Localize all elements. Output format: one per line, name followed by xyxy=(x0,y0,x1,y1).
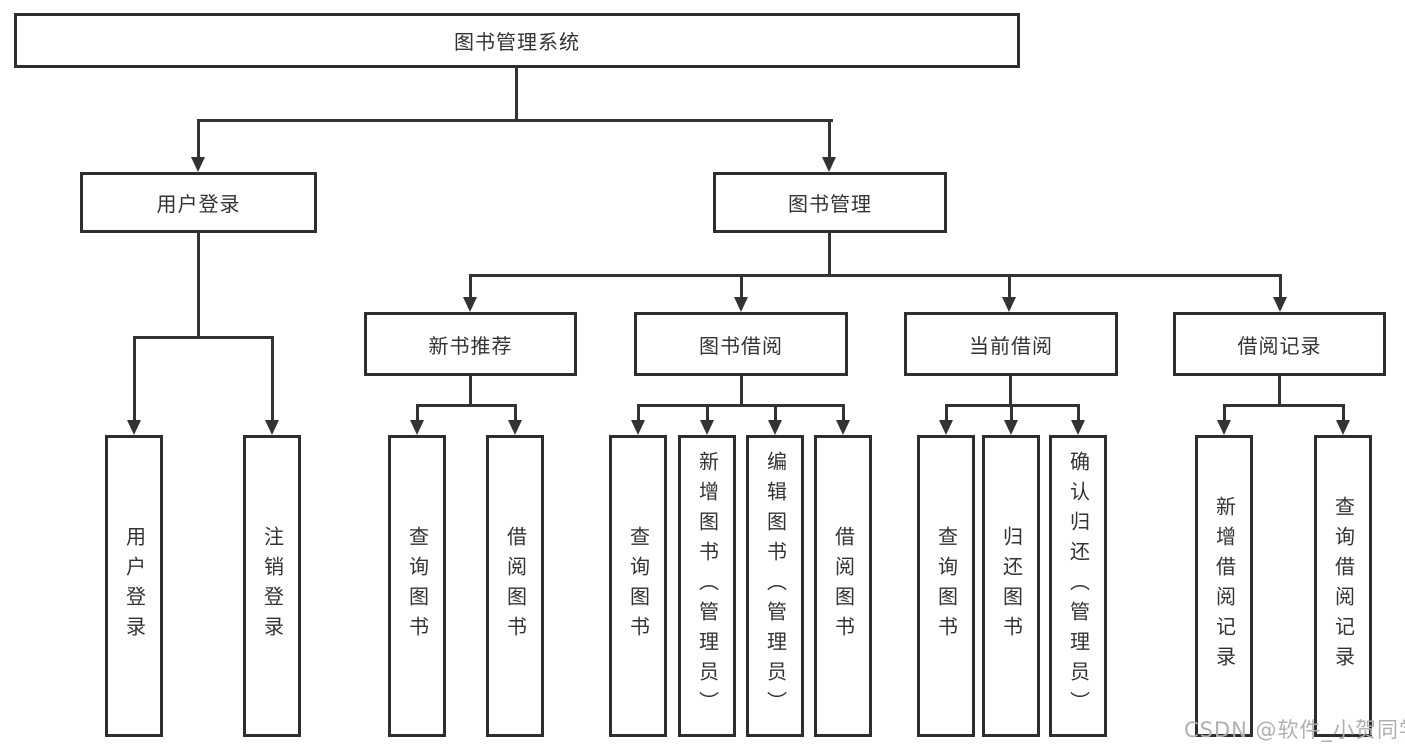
arrow-to-logout-leaf xyxy=(265,336,279,435)
leaf-new-books-borrow: 借阅图书 xyxy=(486,435,544,737)
leaf-logout: 注销登录 xyxy=(243,435,301,737)
leaf-book-borrow-query-label: 查询图书 xyxy=(626,526,651,646)
arrow-to-new-books xyxy=(463,274,477,312)
leaf-current-borrow-confirm-admin: 确认归还（管理员） xyxy=(1049,435,1107,737)
arrow-borrow-records-leaf-2 xyxy=(1336,404,1350,435)
arrow-to-book-borrow xyxy=(734,274,748,312)
arrow-book-borrow-leaf-3 xyxy=(768,404,782,435)
arrow-book-borrow-leaf-4 xyxy=(836,404,850,435)
connector-root-branch xyxy=(197,119,833,122)
leaf-book-borrow-borrow-label: 借阅图书 xyxy=(831,526,856,646)
leaf-current-borrow-confirm-admin-label: 确认归还（管理员） xyxy=(1066,451,1091,721)
leaf-current-borrow-return-label: 归还图书 xyxy=(999,526,1024,646)
leaf-book-borrow-edit-admin-label: 编辑图书（管理员） xyxy=(763,451,788,721)
arrow-to-user-login xyxy=(191,119,205,172)
leaf-book-borrow-edit-admin: 编辑图书（管理员） xyxy=(746,435,804,737)
leaf-user-login-label: 用户登录 xyxy=(122,526,147,646)
node-user-login: 用户登录 xyxy=(80,172,317,233)
connector-borrow-records-branch xyxy=(1223,404,1344,407)
leaf-book-borrow-borrow: 借阅图书 xyxy=(814,435,872,737)
node-book-borrow-label: 图书借阅 xyxy=(699,333,783,358)
leaf-new-books-query: 查询图书 xyxy=(388,435,446,737)
arrow-to-book-mgmt xyxy=(822,119,836,172)
connector-book-borrow-branch xyxy=(637,404,844,407)
connector-root-stem xyxy=(515,68,518,121)
connector-book-mgmt-stem xyxy=(828,233,831,275)
connector-new-books-stem xyxy=(469,376,472,406)
leaf-user-login: 用户登录 xyxy=(105,435,163,737)
node-book-borrow: 图书借阅 xyxy=(634,312,848,376)
arrow-to-borrow-records xyxy=(1273,274,1287,312)
leaf-book-borrow-query: 查询图书 xyxy=(609,435,667,737)
leaf-new-books-borrow-label: 借阅图书 xyxy=(503,526,528,646)
node-root-library-system: 图书管理系统 xyxy=(14,13,1020,68)
arrow-new-books-leaf-2 xyxy=(508,404,522,435)
node-user-login-label: 用户登录 xyxy=(156,192,241,216)
csdn-watermark: CSDN @软件_小贺同学 xyxy=(1184,718,1405,742)
arrow-book-borrow-leaf-1 xyxy=(631,404,645,435)
arrow-to-login-leaf xyxy=(127,336,141,435)
node-book-mgmt-label: 图书管理 xyxy=(788,192,872,216)
connector-borrow-records-stem xyxy=(1278,376,1281,406)
connector-current-borrow-stem xyxy=(1009,376,1012,406)
leaf-records-add-label: 新增借阅记录 xyxy=(1212,496,1237,676)
leaf-records-query: 查询借阅记录 xyxy=(1314,435,1372,737)
connector-user-login-stem xyxy=(197,233,200,337)
leaf-book-borrow-add-admin-label: 新增图书（管理员） xyxy=(695,451,720,721)
leaf-current-borrow-query-label: 查询图书 xyxy=(934,526,959,646)
leaf-logout-label: 注销登录 xyxy=(260,526,285,646)
node-borrow-records-label: 借阅记录 xyxy=(1237,333,1322,358)
arrow-book-borrow-leaf-2 xyxy=(700,404,714,435)
node-new-books: 新书推荐 xyxy=(364,312,577,376)
connector-new-books-branch xyxy=(416,404,516,407)
leaf-new-books-query-label: 查询图书 xyxy=(405,526,430,646)
connector-book-mgmt-branch xyxy=(469,274,1281,277)
leaf-book-borrow-add-admin: 新增图书（管理员） xyxy=(678,435,736,737)
node-borrow-records: 借阅记录 xyxy=(1173,312,1386,376)
arrow-new-books-leaf-1 xyxy=(410,404,424,435)
leaf-current-borrow-query: 查询图书 xyxy=(917,435,975,737)
connector-book-borrow-stem xyxy=(740,376,743,406)
leaf-records-add: 新增借阅记录 xyxy=(1195,435,1253,737)
arrow-current-borrow-leaf-3 xyxy=(1071,404,1085,435)
node-current-borrow: 当前借阅 xyxy=(904,312,1118,376)
arrow-to-current-borrow xyxy=(1002,274,1016,312)
leaf-current-borrow-return: 归还图书 xyxy=(982,435,1040,737)
arrow-borrow-records-leaf-1 xyxy=(1217,404,1231,435)
node-current-borrow-label: 当前借阅 xyxy=(969,333,1053,358)
node-book-mgmt: 图书管理 xyxy=(713,172,947,233)
node-new-books-label: 新书推荐 xyxy=(428,333,513,358)
arrow-current-borrow-leaf-1 xyxy=(939,404,953,435)
arrow-current-borrow-leaf-2 xyxy=(1004,404,1018,435)
connector-user-login-branch xyxy=(133,336,274,339)
leaf-records-query-label: 查询借阅记录 xyxy=(1331,496,1356,676)
node-root-label: 图书管理系统 xyxy=(454,30,580,54)
